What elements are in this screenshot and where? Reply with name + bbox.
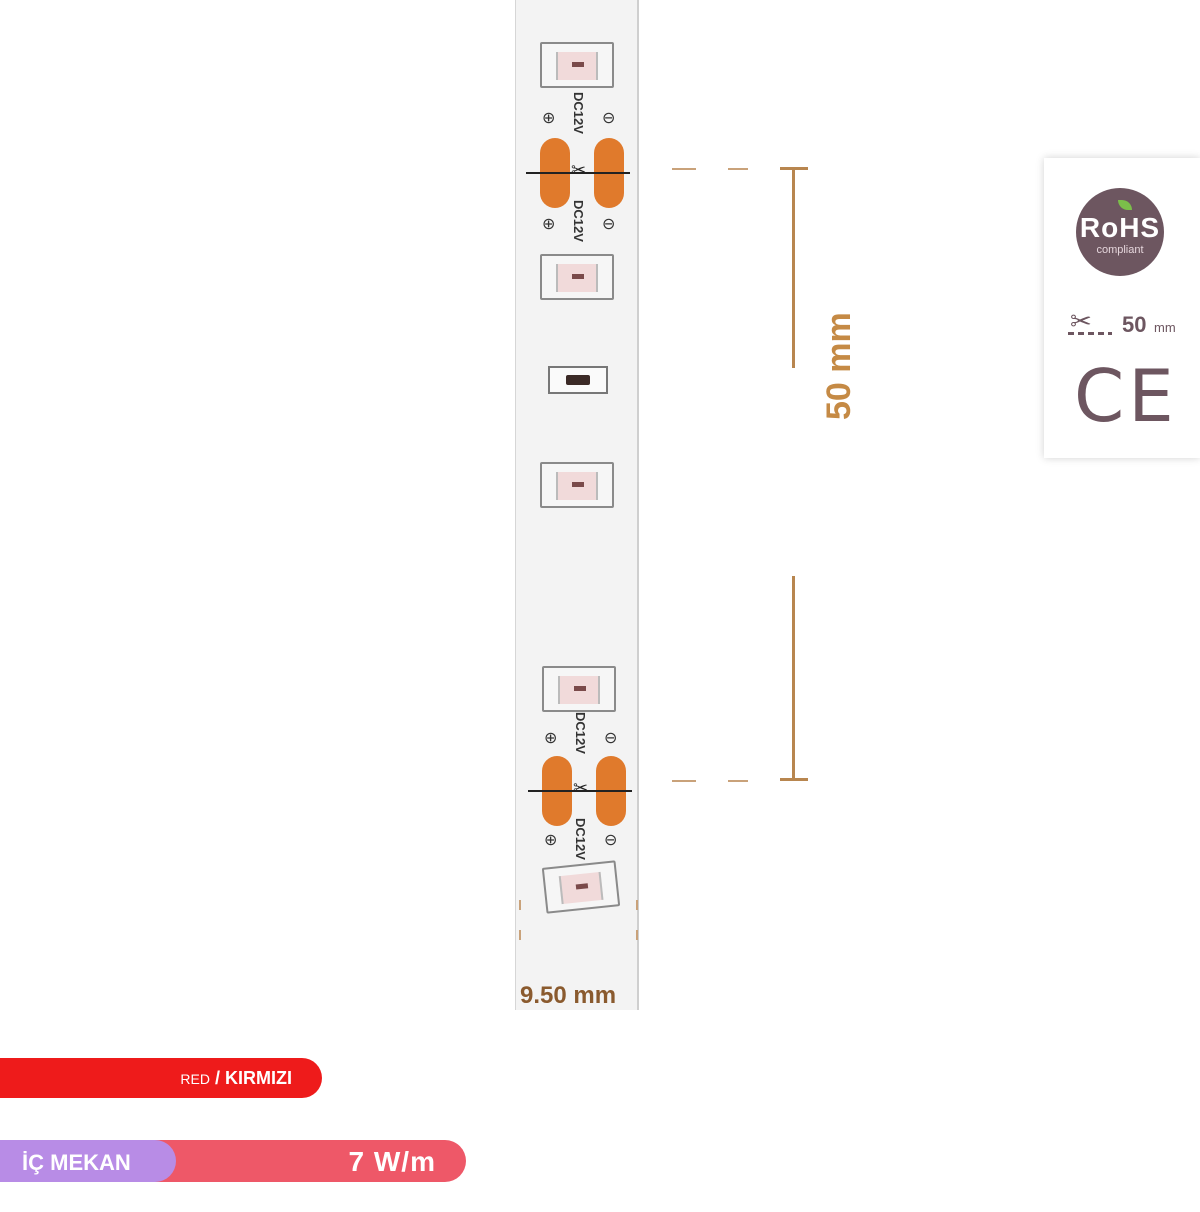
- certification-card: RoHS compliant ✂ 50 mm CE: [1044, 158, 1200, 458]
- power-badge: İÇ MEKAN 7 W/m: [0, 1140, 466, 1182]
- strip-width-label: 9.50 mm: [520, 982, 617, 1009]
- guide-dash: [728, 780, 748, 782]
- dashed-line-icon: [1068, 332, 1112, 335]
- color-separator: /: [209, 1068, 225, 1088]
- voltage-label: DC12V: [573, 818, 588, 860]
- color-tr: KIRMIZI: [225, 1068, 292, 1088]
- guide-dash: [672, 168, 696, 170]
- cut-interval: ✂ 50 mm: [1066, 304, 1186, 340]
- led-chip: [540, 254, 614, 300]
- led-chip: [541, 860, 621, 914]
- guide-dash: [672, 780, 696, 782]
- dimension-line-bottom: [792, 576, 795, 780]
- plus-symbol: ⊕: [542, 216, 556, 233]
- cut-line: [528, 790, 632, 792]
- led-chip: [542, 666, 616, 712]
- cut-interval-value: 50: [1122, 312, 1147, 337]
- scissors-icon: ✂: [571, 160, 587, 180]
- scissors-icon: ✂: [1070, 306, 1092, 336]
- width-guide-right: [636, 900, 638, 960]
- guide-dash: [728, 168, 748, 170]
- segment-length-label: 50 mm: [820, 312, 858, 420]
- minus-symbol: ⊖: [604, 832, 618, 849]
- width-guide-left: [519, 900, 521, 960]
- color-en: RED: [180, 1071, 210, 1087]
- power-label: 7 W/m: [348, 1146, 436, 1177]
- rohs-badge: RoHS compliant: [1076, 188, 1164, 276]
- led-strip: ⊕ ⊖ DC12V ✂ ⊕ ⊖ DC12V ⊕ ⊖ DC12V ✂ ⊕ ⊖ DC…: [515, 0, 639, 1010]
- minus-symbol: ⊖: [602, 216, 616, 233]
- voltage-label: DC12V: [573, 712, 588, 754]
- plus-symbol: ⊕: [544, 730, 558, 747]
- dimension-cap-bottom: [780, 778, 808, 781]
- resistor: [548, 366, 608, 394]
- minus-symbol: ⊖: [602, 110, 616, 127]
- color-badge: RED / KIRMIZI: [0, 1058, 322, 1098]
- cut-line: [526, 172, 630, 174]
- led-chip: [540, 42, 614, 88]
- location-badge: İÇ MEKAN: [0, 1140, 176, 1182]
- color-label: RED / KIRMIZI: [180, 1068, 292, 1089]
- voltage-label: DC12V: [571, 92, 586, 134]
- voltage-label: DC12V: [571, 200, 586, 242]
- led-chip: [540, 462, 614, 508]
- plus-symbol: ⊕: [542, 110, 556, 127]
- rohs-subtitle: compliant: [1096, 244, 1144, 256]
- location-label: İÇ MEKAN: [22, 1150, 131, 1175]
- minus-symbol: ⊖: [604, 730, 618, 747]
- dimension-line-top: [792, 168, 795, 368]
- leaf-icon: [1118, 200, 1132, 210]
- plus-symbol: ⊕: [544, 832, 558, 849]
- cut-interval-unit: mm: [1154, 320, 1176, 335]
- scissors-icon: ✂: [573, 778, 589, 798]
- ce-mark: CE: [1074, 354, 1178, 438]
- rohs-title: RoHS: [1079, 212, 1161, 243]
